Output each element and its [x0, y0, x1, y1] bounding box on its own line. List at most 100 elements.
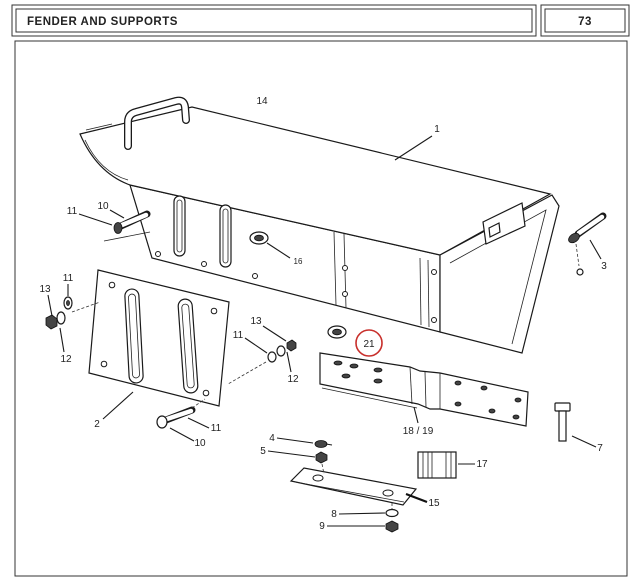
page-number: 73: [578, 16, 592, 28]
slot-inner: [181, 303, 195, 389]
fender-front-lip: [85, 123, 113, 131]
mounting-hole: [342, 265, 348, 271]
washer: [267, 351, 277, 363]
fender-slot-right: [219, 204, 232, 268]
leader-line-18-19: [413, 406, 419, 424]
washer: [56, 311, 66, 325]
bracket-hole: [514, 397, 522, 403]
bracket-outline: [319, 352, 529, 427]
slot-inner: [222, 208, 229, 264]
nut: [385, 520, 399, 533]
mounting-hole: [252, 273, 258, 279]
bolt-10-lower: [156, 398, 206, 429]
support-plate: [88, 269, 230, 407]
callout-21: 21: [363, 339, 375, 350]
bracket-hole: [349, 363, 359, 369]
leader-line: [575, 243, 580, 267]
leader-line: [191, 398, 206, 409]
slot-outline: [173, 195, 186, 257]
bolt-shank-fill: [576, 214, 605, 236]
mounting-hole: [202, 389, 210, 397]
handle-fill: [125, 97, 189, 149]
header: FENDER AND SUPPORTS 73: [11, 4, 630, 37]
bolt-shank: [558, 410, 567, 442]
plate-slot-right: [177, 298, 199, 394]
page-number-box-outer: [540, 4, 630, 37]
washer: [276, 345, 286, 357]
fender-slot-left: [173, 195, 186, 257]
hardware-8-9: [385, 503, 399, 533]
spacer-shading: [422, 452, 452, 478]
bracket-hole: [512, 414, 520, 420]
callout-11-mid: 11: [233, 330, 244, 341]
spacer: [417, 451, 457, 479]
bracket-bend-a: [409, 366, 413, 405]
callout-3: 3: [601, 261, 607, 272]
lower-plate-hole: [382, 489, 394, 497]
callout-11-left: 11: [63, 273, 74, 284]
bolt-head: [554, 402, 571, 412]
nut: [286, 339, 297, 352]
diagram-frame: [14, 40, 628, 577]
nut: [315, 451, 328, 464]
leader-line-1: [394, 135, 433, 161]
callout-12-left: 12: [60, 354, 72, 365]
leader-line-13-mid: [262, 325, 287, 342]
bolt-3: [568, 212, 607, 276]
leader-line-13-left: [47, 294, 53, 317]
leader-line-15: [405, 492, 428, 504]
leader-line-10-upper: [109, 209, 125, 219]
leader-line-3: [589, 239, 602, 260]
slot-outline: [219, 204, 232, 268]
leader-line-10-lower: [169, 427, 195, 442]
bolt-shank: [325, 443, 333, 446]
lower-plate-outline: [289, 467, 418, 506]
highlight-circle: [355, 329, 383, 357]
fender-end-face-inner-edge: [449, 209, 547, 345]
bracket-hole: [341, 373, 351, 379]
spacer-body: [417, 451, 457, 479]
callout-2: 2: [94, 419, 100, 430]
lower-plate-hole: [312, 474, 324, 482]
leader-line-8: [338, 512, 386, 515]
bolt-shank-fill: [119, 212, 149, 228]
bolt-head: [156, 415, 168, 429]
bracket-hole: [373, 378, 383, 384]
callout-14: 14: [256, 96, 268, 107]
title-box-inner: [15, 8, 533, 33]
fender-handle: [124, 96, 190, 150]
bracket-hole: [454, 401, 462, 407]
bolt-shank-fill: [164, 408, 194, 422]
bolt-10-upper: [103, 210, 151, 242]
middle-hardware-stack: [227, 339, 297, 385]
bracket-edge: [321, 387, 418, 409]
callout-5: 5: [260, 446, 266, 457]
mounting-hole: [431, 269, 437, 275]
grommet-21: [327, 325, 347, 339]
callout-11-lower: 11: [211, 423, 222, 434]
mounting-hole: [201, 261, 207, 267]
bolt-7: [554, 402, 571, 442]
fender-end-face: [439, 194, 560, 354]
bolt-head: [113, 222, 123, 234]
bracket-hole: [373, 367, 383, 373]
fender: [79, 106, 560, 354]
fender-front-curve: [84, 139, 129, 181]
callout-12-mid: 12: [287, 374, 299, 385]
nut: [45, 314, 58, 330]
leader-line-4: [276, 437, 314, 444]
grommet-inner: [332, 328, 342, 336]
bolt-head: [568, 232, 580, 244]
left-hardware-stack: [45, 296, 101, 330]
page-number-box-inner: [544, 8, 626, 33]
leader-line: [321, 463, 325, 475]
callout-15: 15: [428, 498, 440, 509]
callout-18-19: 18 / 19: [403, 426, 434, 437]
slot-inner: [176, 199, 183, 253]
bracket-hole: [454, 380, 462, 386]
bolt-head: [314, 440, 328, 448]
mounting-hole: [431, 317, 437, 323]
callout-10-upper: 10: [97, 201, 109, 212]
lower-plate: [289, 467, 418, 506]
